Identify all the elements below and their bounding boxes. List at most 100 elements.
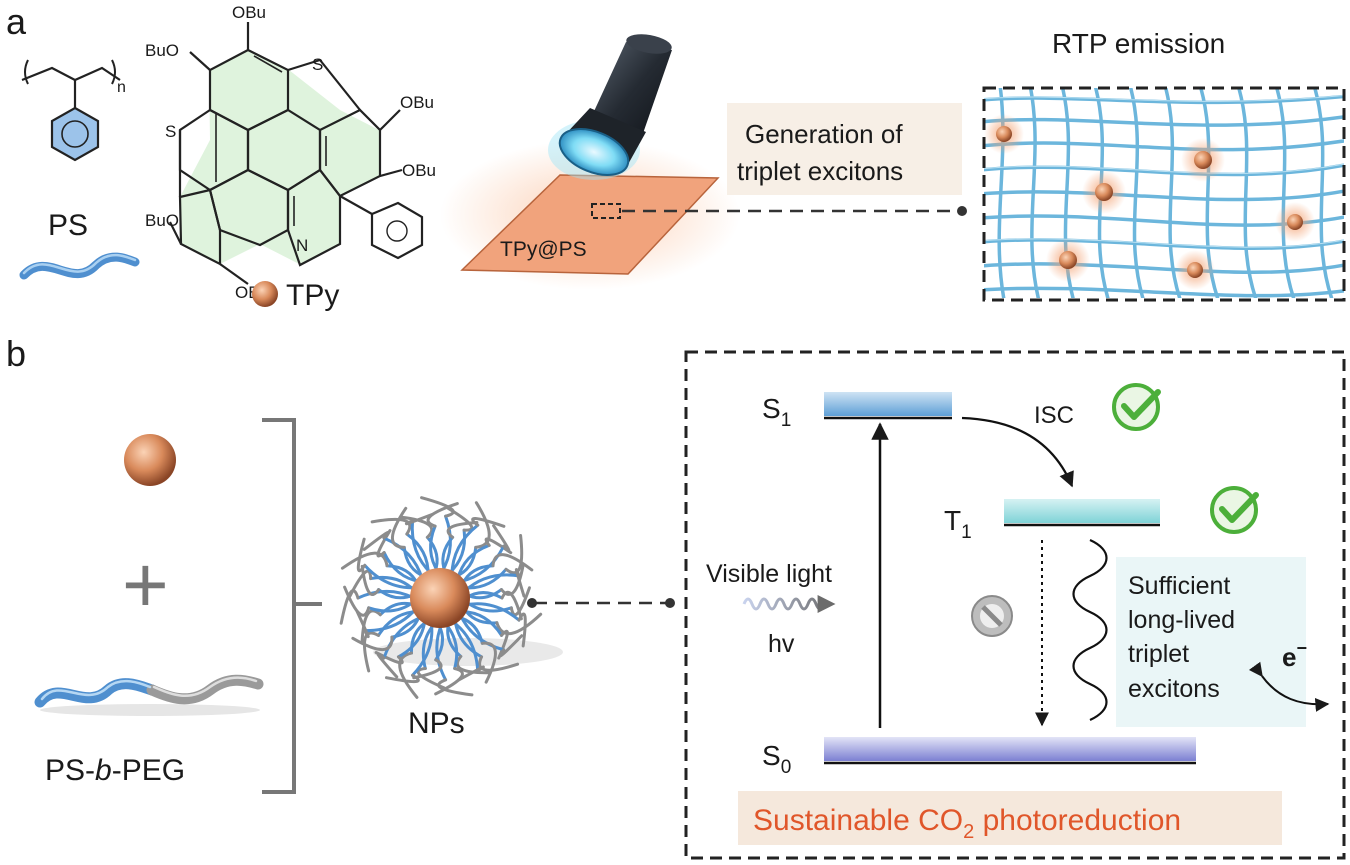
- tpy-legend-label: TPy: [286, 279, 339, 312]
- triplet-line-2: long-lived: [1128, 606, 1235, 634]
- triplet-line-3: triplet: [1128, 640, 1189, 668]
- nanoparticle-icon: [339, 496, 563, 699]
- peg-block-strand: [384, 673, 420, 684]
- peg-block-strand: [348, 569, 373, 598]
- peg-block-strand: [495, 612, 543, 636]
- peg-block-strand: [471, 517, 506, 528]
- tpy-structure: OBu BuO OBu OBu BuO OBu S S N: [145, 3, 436, 302]
- tpy-sphere: [124, 434, 176, 486]
- s1-label: S1: [762, 393, 791, 431]
- tpy-sulfur-lower: S: [165, 122, 176, 141]
- electron-transfer-arrow: [1248, 661, 1330, 712]
- peg-block-strand: [509, 586, 531, 617]
- nonradiative-wave: [1072, 538, 1108, 722]
- peg-block-strand: [398, 515, 434, 539]
- peg-block-strand: [362, 530, 390, 551]
- rtp-title: RTP emission: [1052, 28, 1225, 59]
- ps-block-strand: [463, 573, 521, 593]
- triplet-callout-box: [727, 103, 962, 195]
- zoom-connector-end: [957, 206, 967, 216]
- rtp-box-border: [982, 86, 1346, 302]
- tpy-sub-buo-lower-left: BuO: [145, 211, 179, 230]
- peg-block-strand: [457, 665, 485, 682]
- energy-diagram-border: [684, 350, 1346, 860]
- peg-block-strand: [362, 631, 380, 673]
- rtp-emitters: [984, 114, 1315, 290]
- polymer-network: [984, 88, 1344, 298]
- light-wave-icon: [742, 595, 836, 613]
- peg-block-strand: [398, 651, 419, 699]
- callout-line-1: Generation of: [745, 119, 903, 149]
- panel-a-label: a: [6, 1, 27, 42]
- tpy-sub-obu-right-lower: OBu: [402, 161, 436, 180]
- ps-block-strand: [450, 523, 480, 577]
- tpy-legend-sphere: [252, 281, 278, 307]
- peg-block-strand: [360, 609, 382, 645]
- plus-sign: +: [122, 540, 169, 629]
- ps-repeat-subscript: n: [117, 79, 126, 96]
- peg-block-strand: [491, 553, 534, 572]
- isc-arrow: [961, 416, 1074, 488]
- tpy-ps-film: [460, 174, 720, 275]
- tpy-sulfur-upper: S: [312, 55, 323, 74]
- ps-block-strand: [363, 563, 418, 590]
- s1-level: [824, 392, 952, 416]
- peg-block-strand: [478, 655, 520, 672]
- peg-block-strand: [355, 609, 370, 638]
- peg-block-strand: [499, 562, 525, 596]
- grouping-bracket: [262, 418, 322, 794]
- peg-block-strand: [426, 502, 459, 528]
- peg-block-strand: [370, 517, 412, 536]
- peg-block-strand: [514, 568, 526, 598]
- t1-label: T1: [944, 505, 972, 543]
- peg-block-strand: [446, 506, 474, 532]
- peg-block-strand: [455, 654, 492, 675]
- np-label: NPs: [408, 707, 465, 740]
- ps-block-strand: [410, 519, 433, 576]
- photoreduction-banner: [738, 791, 1282, 845]
- ps-chain-icon: [19, 252, 140, 280]
- callout-line-2: triplet excitons: [737, 156, 903, 186]
- peg-block-strand: [390, 506, 408, 549]
- tpy-sub-obu-right-upper: OBu: [400, 93, 434, 112]
- peg-block-strand: [492, 524, 511, 553]
- np-connector-start: [527, 598, 537, 608]
- t1-level: [1004, 499, 1160, 523]
- blocked-icon: [971, 595, 1013, 637]
- s0-label: S0: [762, 740, 791, 778]
- ps-block-strand: [450, 619, 480, 673]
- peg-block-strand: [434, 666, 464, 696]
- peg-block-strand: [480, 641, 497, 684]
- peg-block-strand: [517, 612, 527, 648]
- ps-block-strand: [463, 602, 521, 622]
- peg-block-strand: [356, 537, 367, 573]
- peg-block-strand: [340, 551, 389, 570]
- peg-block-strand: [376, 652, 399, 679]
- peg-block-strand: [351, 635, 394, 652]
- ps-block-strand: [363, 606, 418, 633]
- film-zoom-marker: [591, 203, 621, 219]
- panel-b-label: b: [6, 333, 26, 374]
- peg-block-strand: [498, 634, 524, 658]
- check-icon-isc: [1112, 383, 1161, 431]
- peg-block-strand: [416, 666, 446, 690]
- np-connector-end: [665, 598, 675, 608]
- peg-block-strand: [343, 585, 371, 617]
- ps-label: PS: [48, 209, 88, 242]
- check-icon-t1: [1210, 486, 1259, 534]
- s0-level: [824, 737, 1196, 761]
- triplet-line-4: excitons: [1128, 675, 1220, 703]
- copolymer-label: PS-b-PEG: [45, 754, 185, 787]
- ps-structure: n: [21, 59, 126, 162]
- ps-peg-chain-icon: [34, 674, 264, 716]
- tpy-sub-obu-top: OBu: [232, 3, 266, 22]
- isc-label: ISC: [1034, 402, 1074, 429]
- peg-block-strand: [504, 533, 524, 575]
- peg-block-strand: [405, 512, 434, 526]
- triplet-line-1: Sufficient: [1128, 572, 1230, 600]
- tpy-sub-buo-upper-left: BuO: [145, 41, 179, 60]
- photoreduction-label: Sustainable CO2 photoreduction: [753, 804, 1181, 843]
- peg-block-strand: [474, 501, 491, 549]
- flashlight-icon: [548, 34, 672, 180]
